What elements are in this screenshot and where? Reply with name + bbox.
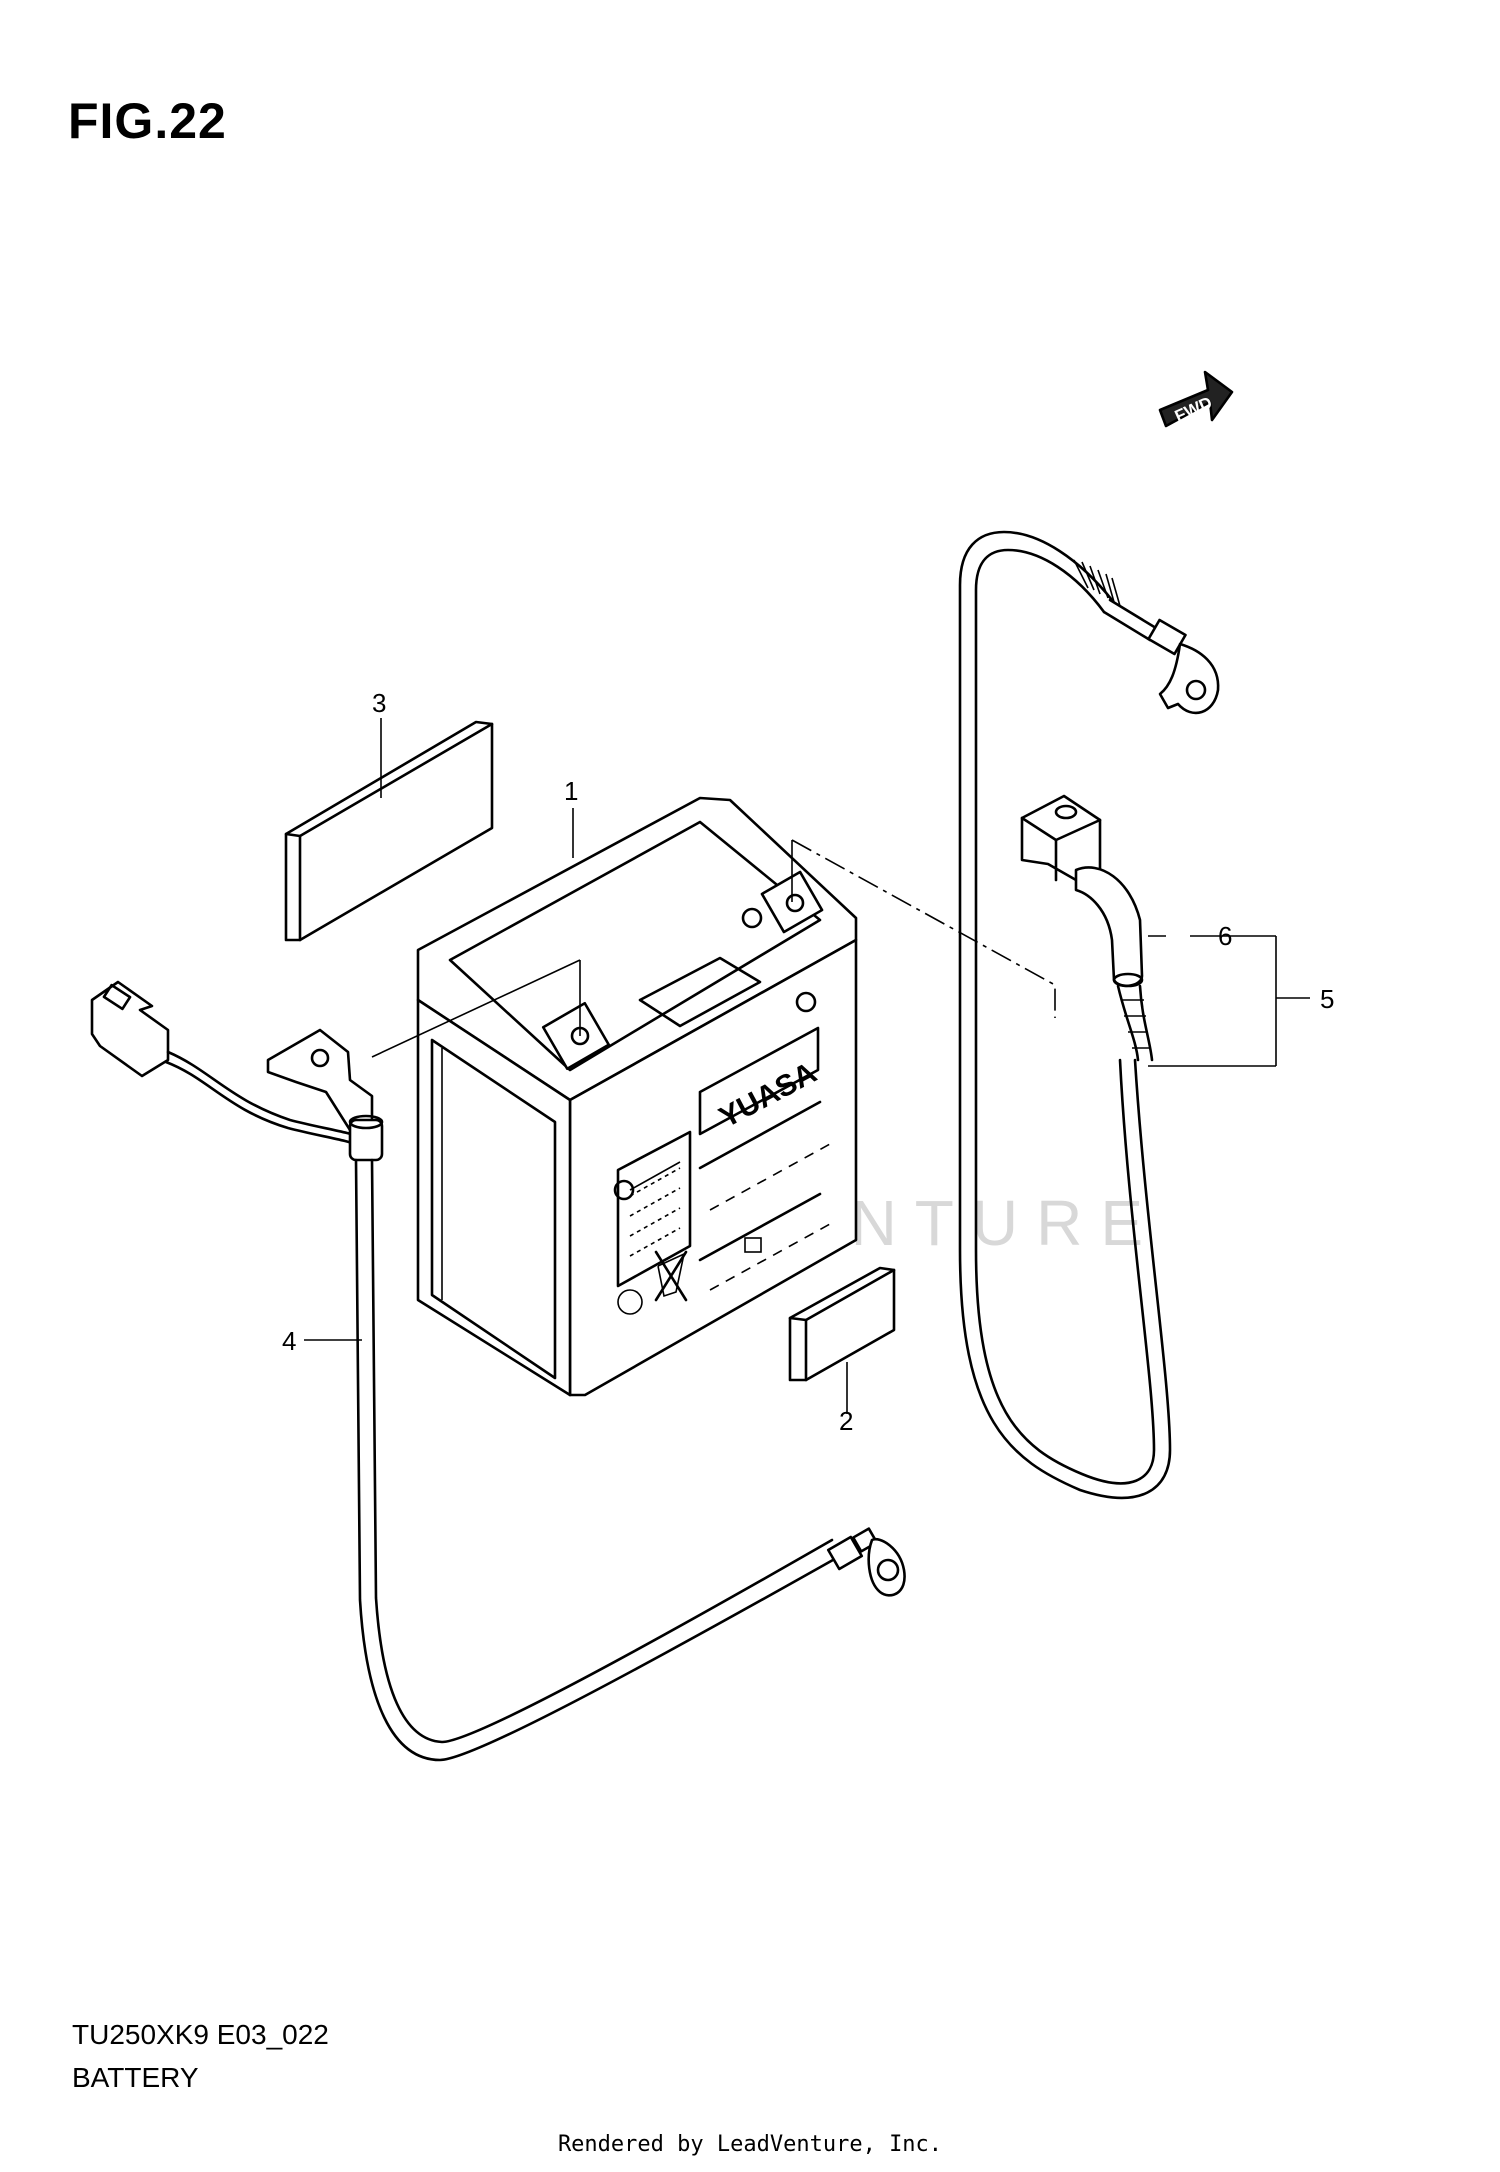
spring-sleeve bbox=[1073, 559, 1121, 607]
fwd-arrow-icon: FWD bbox=[1158, 370, 1234, 428]
callout-5: 5 bbox=[1320, 984, 1334, 1014]
model-code: TU250XK9 E03_022 bbox=[72, 2019, 329, 2050]
callout-leaders bbox=[304, 718, 1310, 1414]
callout-2: 2 bbox=[839, 1406, 853, 1436]
figure-title: FIG.22 bbox=[68, 93, 227, 149]
part-1-battery: YUASA bbox=[416, 796, 858, 1397]
callout-4: 4 bbox=[282, 1326, 296, 1356]
part-2-small-pad bbox=[788, 1266, 896, 1382]
leader-line-negative-2 bbox=[371, 959, 581, 1058]
section-name: BATTERY bbox=[72, 2062, 199, 2093]
part-4-negative-cable bbox=[90, 980, 906, 1762]
callout-6: 6 bbox=[1218, 921, 1232, 951]
part-5-positive-cable bbox=[958, 530, 1220, 1500]
leader-line-positive-2 bbox=[791, 839, 1056, 1018]
callout-1: 1 bbox=[564, 776, 578, 806]
part-3-spacer-pad bbox=[284, 720, 494, 942]
rendered-by-credit: Rendered by LeadVenture, Inc. bbox=[557, 2132, 943, 2157]
callout-3: 3 bbox=[372, 688, 386, 718]
part-6-terminal-boot bbox=[1020, 794, 1154, 1062]
